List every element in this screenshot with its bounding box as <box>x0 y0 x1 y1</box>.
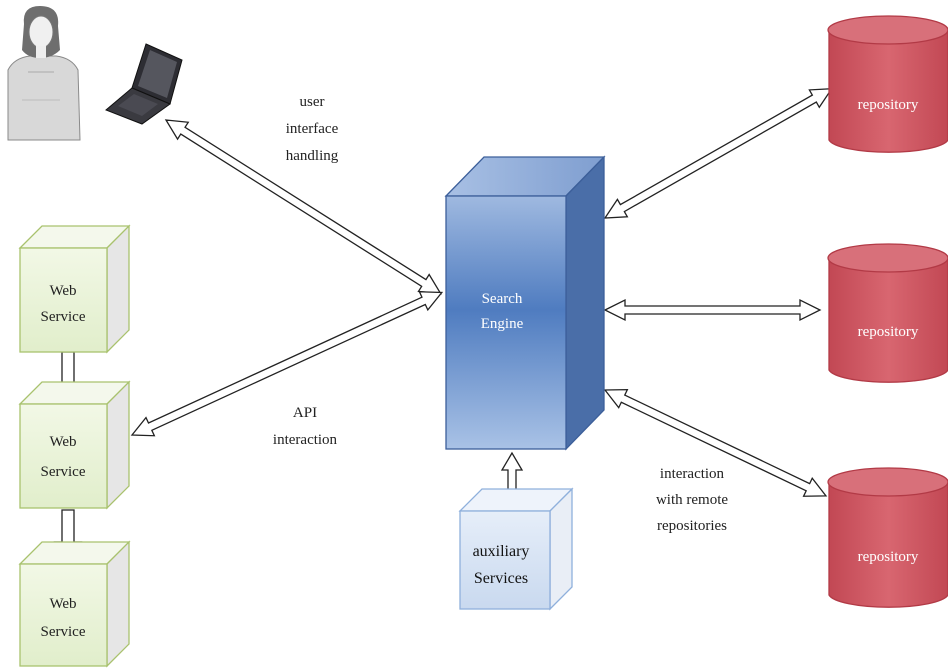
web-service-label-line1: Web <box>49 434 76 450</box>
repository-label: repository <box>858 97 919 113</box>
repository-label: repository <box>858 324 919 340</box>
web-service-box: Web Service <box>18 380 131 510</box>
auxiliary-services-box: auxiliary Services <box>458 487 574 611</box>
remote-interaction-label: interaction with remote repositories <box>656 466 728 534</box>
user-interface-label-line3: handling <box>286 148 339 164</box>
repository-cylinder: repository <box>827 467 948 608</box>
web-service-label-line2: Service <box>41 309 86 325</box>
repository-label: repository <box>858 549 919 565</box>
user-interface-label-line1: user <box>300 94 325 110</box>
repository-cylinder: repository <box>827 15 948 153</box>
arrow-engine-repo2 <box>603 298 822 322</box>
arrow-engine-repo1 <box>603 87 833 219</box>
web-service-label-line1: Web <box>49 596 76 612</box>
auxiliary-label-line1: auxiliary <box>473 543 530 560</box>
remote-interaction-label-line1: interaction <box>660 466 725 482</box>
arrow-api-engine <box>130 291 444 437</box>
laptop-icon <box>105 43 183 125</box>
repository-cylinder: repository <box>827 243 948 383</box>
web-service-label-line2: Service <box>41 624 86 640</box>
arrow-user-engine <box>164 119 442 295</box>
web-service-label-line1: Web <box>49 283 76 299</box>
api-interaction-label: API interaction <box>273 405 338 448</box>
search-engine-box: Search Engine <box>444 155 606 451</box>
user-person-image <box>7 6 81 141</box>
user-interface-label: user interface handling <box>286 94 339 164</box>
web-service-label-line2: Service <box>41 464 86 480</box>
user-interface-label-line2: interface <box>286 121 339 137</box>
search-engine-label-line2: Engine <box>481 316 524 332</box>
search-engine-label-line1: Search <box>482 291 523 307</box>
web-service-box: Web Service <box>18 224 131 354</box>
remote-interaction-label-line3: repositories <box>657 518 727 534</box>
arrow-engine-repo3 <box>603 388 828 497</box>
api-interaction-label-line2: interaction <box>273 432 338 448</box>
remote-interaction-label-line2: with remote <box>656 492 728 508</box>
web-service-box: Web Service <box>18 540 131 668</box>
auxiliary-label-line2: Services <box>474 570 528 587</box>
api-interaction-label-line1: API <box>293 405 317 421</box>
